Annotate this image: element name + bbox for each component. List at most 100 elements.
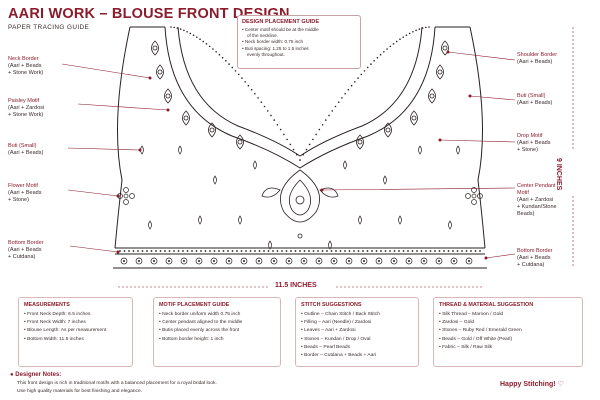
paisley-motifs xyxy=(151,40,449,150)
neck-bead xyxy=(308,143,311,146)
neck-bead xyxy=(376,56,379,59)
neck-bead xyxy=(237,73,240,76)
border-bead xyxy=(362,250,364,252)
neck-bead xyxy=(199,38,201,41)
border-bead xyxy=(330,250,333,252)
neck-bead xyxy=(266,110,269,112)
neck-bead xyxy=(354,81,356,83)
neck-bead xyxy=(202,40,205,43)
panel-item: • Stones – Ruby Red / Emerald Green xyxy=(439,328,522,334)
neck-bead xyxy=(205,43,208,45)
callout-buti-small-left: Buti (Small) (Aari + Beads) xyxy=(8,143,44,156)
pendant-leaf-left xyxy=(261,187,281,198)
neck-bead xyxy=(366,66,369,69)
neck-bead xyxy=(244,81,246,83)
callout-flower-motif: Flower Motif (Aari + Beads + Stone) xyxy=(8,183,42,203)
border-bead xyxy=(420,250,423,252)
buti-shape xyxy=(418,145,422,155)
neck-bead xyxy=(379,53,382,56)
border-bead xyxy=(384,250,387,252)
neck-bead xyxy=(170,26,172,28)
paisley-stone xyxy=(357,139,363,145)
neck-bead xyxy=(192,34,195,36)
callout-drop-motif: Drop Motif (Aari + Beads + Stone) xyxy=(517,133,551,153)
border-bead xyxy=(470,250,472,252)
panel-item: • Front Neck Depth: 6.5 inches xyxy=(24,312,91,317)
border-bead xyxy=(281,250,283,252)
neck-bead xyxy=(392,43,395,45)
border-bead xyxy=(119,250,121,252)
neck-bead xyxy=(186,30,188,33)
border-bead xyxy=(182,250,184,252)
callout-shoulder-border: Shoulder Border (Aari + Beads) xyxy=(517,52,558,65)
center-pendant-motif xyxy=(261,169,339,239)
border-bead xyxy=(312,250,315,252)
border-flower-center xyxy=(273,260,275,262)
border-bead xyxy=(317,250,319,252)
border-bead xyxy=(344,250,346,252)
border-bead xyxy=(348,250,351,252)
border-bead xyxy=(429,250,432,252)
callout-center-pendant: Center Pendant Motif (Aari + Zardosi + K… xyxy=(517,183,557,217)
neck-bead xyxy=(357,77,359,79)
buti-shape xyxy=(328,240,332,250)
border-flower-center xyxy=(183,260,185,262)
pendant-stone xyxy=(295,195,305,205)
neck-bead xyxy=(215,50,217,53)
border-flower xyxy=(285,257,293,265)
motif-placement-panel: MOTIF PLACEMENT GUIDE • Neck border unif… xyxy=(153,297,281,367)
panel-item: • Blouse Length: As per measurement xyxy=(24,328,107,334)
height-dimension-label: 9 INCHES xyxy=(555,158,562,191)
border-flower xyxy=(420,257,428,265)
panel-item: • Neck border uniform width 0.75 inch xyxy=(159,312,241,317)
paisley-shape xyxy=(164,88,172,104)
border-flower-center xyxy=(153,260,155,262)
border-bead xyxy=(398,250,400,252)
pin-icon: ● xyxy=(10,372,14,378)
border-bead xyxy=(227,250,229,252)
designer-notes-title: ● Designer Notes: xyxy=(10,372,62,378)
border-flower-center xyxy=(333,260,335,262)
placement-guide-line: • Center motif should be at the middle xyxy=(242,27,319,32)
border-bead xyxy=(416,250,418,252)
paisley-shape xyxy=(236,134,244,150)
buti-shape xyxy=(358,215,362,225)
border-flower-center xyxy=(288,260,290,262)
heart-icon: ♡ xyxy=(557,381,564,388)
paisley-stone xyxy=(237,139,243,145)
border-bead xyxy=(375,250,378,252)
border-bead xyxy=(438,250,441,252)
neck-bead xyxy=(212,48,214,50)
border-bead xyxy=(452,250,454,252)
buti-shape xyxy=(213,175,217,185)
border-bead xyxy=(177,250,180,252)
border-flower xyxy=(435,257,443,265)
border-bead xyxy=(173,250,175,252)
callout-bottom-border-left: Bottom Border (Aari + Beads + Cutdana) xyxy=(8,240,44,260)
neck-bead xyxy=(286,138,288,141)
panel-item: • Leaves – Aari + Zardosi xyxy=(301,328,356,334)
border-flower-center xyxy=(258,260,260,262)
neck-bead xyxy=(241,77,243,79)
border-bead xyxy=(164,250,166,252)
buti-shape xyxy=(383,175,387,185)
neck-bead xyxy=(221,56,224,59)
border-bead xyxy=(200,250,202,252)
border-bead xyxy=(335,250,337,252)
border-bead xyxy=(461,250,463,252)
panel-item: • Butis placed evenly across the front xyxy=(159,328,240,334)
designer-notes-line: Use high quality materials for best fini… xyxy=(17,389,143,394)
placement-guide-line: • Buti spacing: 1.25 to 1.5 inches xyxy=(242,45,309,51)
neck-bead xyxy=(328,114,330,117)
buti-shape xyxy=(456,145,460,155)
border-bead xyxy=(326,250,328,252)
neck-bead xyxy=(289,143,292,146)
border-flower xyxy=(465,257,473,265)
border-bead xyxy=(389,250,391,252)
border-bead xyxy=(393,250,396,252)
border-flower-center xyxy=(303,260,305,262)
border-bead xyxy=(146,250,148,252)
neck-bead xyxy=(360,73,363,76)
placement-guide-title: DESIGN PLACEMENT GUIDE xyxy=(242,19,320,25)
border-bead xyxy=(231,250,234,252)
